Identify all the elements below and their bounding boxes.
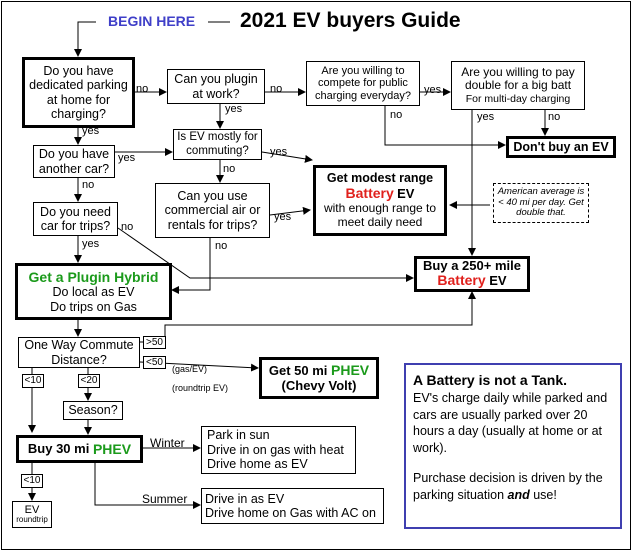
mostly-commuting-box: Is EV mostly for commuting? xyxy=(173,129,262,160)
plugin-hybrid-title: Get a Plugin Hybrid xyxy=(28,269,159,286)
buy-250-title: Buy a 250+ mile xyxy=(423,258,521,274)
label-no-6: no xyxy=(82,179,95,191)
note-p2-and: and xyxy=(507,487,530,502)
gas-ev-label: (gas/EV) xyxy=(172,364,208,374)
note-panel: A Battery is not a Tank. EV's charge dai… xyxy=(404,363,622,529)
label-yes-3: yes xyxy=(225,103,243,115)
summer-label: Summer xyxy=(142,492,188,506)
plugin-at-work-box: Can you plugin at work? xyxy=(167,69,265,104)
winter-step-3: Drive home as EV xyxy=(207,457,308,472)
winter-plan-box: Park in sun Drive in on gas with heat Dr… xyxy=(201,426,356,474)
buy-30-phev-box: Buy 30 mi PHEV xyxy=(16,435,143,463)
plugin-hybrid-line1: Do local as EV xyxy=(52,285,135,300)
label-yes-8: yes xyxy=(82,238,100,250)
label-yes-7: yes xyxy=(274,211,292,223)
label-no-1: no xyxy=(136,83,149,95)
label-no-7: no xyxy=(121,221,134,233)
note-title: A Battery is not a Tank. xyxy=(413,372,568,388)
one-way-commute-box: One Way Commute Distance? xyxy=(18,337,140,368)
plugin-hybrid-line2: Do trips on Gas xyxy=(50,299,137,314)
winter-step-2: Drive in on gas with heat xyxy=(207,442,344,457)
label-yes-5: yes xyxy=(118,152,136,164)
get-50-phev-box: Get 50 mi PHEV (Chevy Volt) xyxy=(259,357,379,399)
compete-public-box: Are you willing to compete for public ch… xyxy=(306,61,420,106)
pay-double-box: Are you willing to pay double for a big … xyxy=(451,61,585,110)
buy-30-title: Buy 30 mi xyxy=(27,440,90,456)
buy-250-box: Buy a 250+ mile Battery EV xyxy=(414,256,530,292)
summer-step-1: Drive in as EV xyxy=(205,491,285,506)
label-yes-4: yes xyxy=(82,125,100,137)
buy-30-phev: PHEV xyxy=(92,440,132,457)
label-yes-2: yes xyxy=(477,111,495,123)
label-no-8: no xyxy=(215,240,228,252)
plugin-hybrid-box: Get a Plugin Hybrid Do local as EV Do tr… xyxy=(15,263,172,320)
dont-buy-ev-box: Don't buy an EV xyxy=(506,136,616,158)
summer-step-2: Drive home on Gas with AC on xyxy=(205,506,376,520)
dedicated-parking-box: Do you have dedicated parking at home fo… xyxy=(22,57,135,128)
page-title: 2021 EV buyers Guide xyxy=(240,9,461,32)
get-50-model: (Chevy Volt) xyxy=(281,377,357,393)
modest-range-desc: with enough range to meet daily need xyxy=(323,201,437,230)
modest-range-ev: EV xyxy=(397,186,415,202)
lt10-bottom-tag: <10 xyxy=(21,474,43,488)
label-no-3: no xyxy=(390,109,403,121)
winter-label: Winter xyxy=(150,436,185,450)
note-paragraph-1: EV's charge daily while parked and cars … xyxy=(413,391,608,455)
season-box: Season? xyxy=(63,401,123,420)
note-p2-start: Purchase decision is driven by the parki… xyxy=(413,471,603,502)
buy-250-battery: Battery xyxy=(437,272,486,289)
ev-roundtrip-ev: EV xyxy=(24,504,40,516)
label-no-5: no xyxy=(223,163,236,175)
label-yes-1: yes xyxy=(424,84,442,96)
buy-250-ev: EV xyxy=(489,273,507,289)
lt20-tag: <20 xyxy=(78,374,100,388)
lt10-tag: <10 xyxy=(22,374,44,388)
commercial-air-box: Can you use commercial air or rentals fo… xyxy=(155,183,270,238)
pay-double-text: Are you willing to pay double for a big … xyxy=(461,64,575,93)
modest-range-battery: Battery xyxy=(345,185,394,202)
another-car-box: Do you have another car? xyxy=(33,145,115,178)
get-50-phev: PHEV xyxy=(331,362,370,379)
summer-plan-box: Drive in as EV Drive home on Gas with AC… xyxy=(201,488,384,524)
label-no-4: no xyxy=(548,111,561,123)
roundtrip-ev-label: (roundtrip EV) xyxy=(172,383,229,393)
lt50-tag: <50 xyxy=(143,356,166,369)
pay-double-subtext: For multi-day charging xyxy=(465,93,571,106)
label-yes-6: yes xyxy=(270,146,288,158)
begin-here-label: BEGIN HERE xyxy=(108,13,196,29)
ev-roundtrip-label: roundtrip xyxy=(16,515,48,524)
label-no-2: no xyxy=(270,83,283,95)
modest-range-box: Get modest range Battery EV with enough … xyxy=(313,165,447,236)
modest-range-title: Get modest range xyxy=(326,171,434,186)
need-car-trips-box: Do you need car for trips? xyxy=(33,202,118,236)
get-50-title: Get 50 mi xyxy=(268,363,328,379)
american-average-note: American average is < 40 mi per day. Get… xyxy=(493,183,589,223)
ev-roundtrip-box: EV roundtrip xyxy=(12,501,52,528)
gt50-tag: >50 xyxy=(143,336,166,349)
winter-step-1: Park in sun xyxy=(207,428,270,443)
note-paragraph-2: Purchase decision is driven by the parki… xyxy=(413,470,614,503)
note-p2-end: use! xyxy=(529,487,557,502)
